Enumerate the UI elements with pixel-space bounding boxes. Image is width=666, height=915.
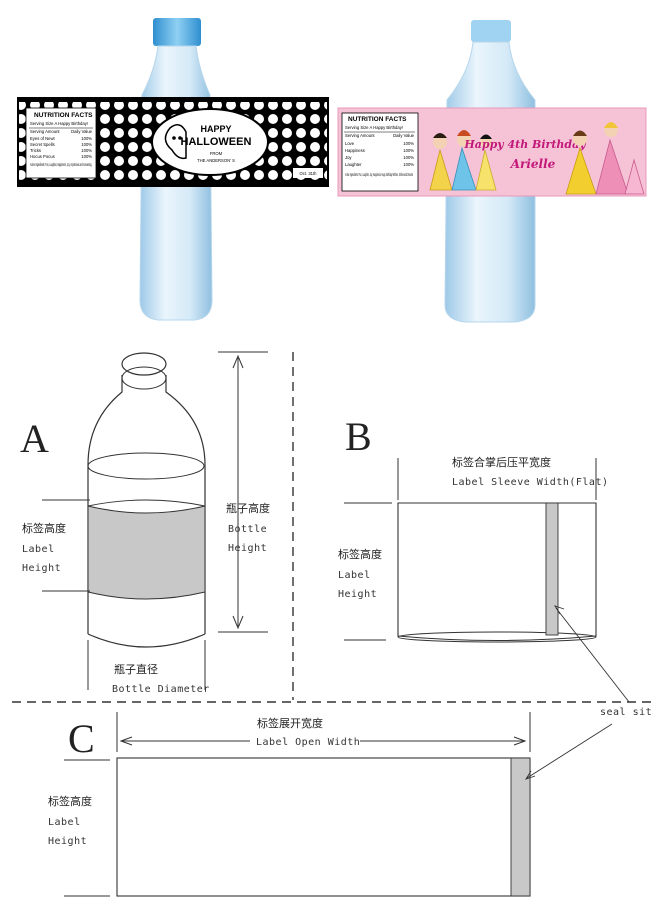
bd-nf-row-name: Love xyxy=(345,141,355,146)
c-label-height-en-1: Label xyxy=(48,817,81,828)
halloween-nutrition-panel: NUTRITION FACTS Serving Size A Happy Bir… xyxy=(25,107,97,179)
schematic-label-band xyxy=(87,505,206,600)
hw-nf-row-name: Hocus Pocus xyxy=(30,154,55,159)
birthday-name: Arielle xyxy=(510,157,556,171)
a-bottle-height-cn: 瓶子高度 xyxy=(226,501,270,515)
hw-nf-ingredients: Active Ingredients: Fun, Laughter, Happi… xyxy=(30,162,92,167)
halloween-headline-1: HAPPY xyxy=(200,124,231,134)
bd-nf-title: NUTRITION FACTS xyxy=(348,116,407,123)
bd-nf-row-value: 100% xyxy=(403,162,414,167)
halloween-from: FROM xyxy=(210,151,223,156)
hw-nf-title: NUTRITION FACTS xyxy=(34,112,93,119)
c-label-height-en-2: Height xyxy=(48,836,87,847)
b-label-height-en-2: Height xyxy=(338,589,377,600)
diagram-c: C 标签展开宽度 Label Open Width 标签高度 Label Hei… xyxy=(48,712,613,897)
b-label-height-en-1: Label xyxy=(338,570,371,581)
hw-nf-row-value: 100% xyxy=(81,154,92,159)
ghost-icon xyxy=(164,124,187,160)
halloween-headline-2: HALLOWEEN xyxy=(181,136,252,148)
open-label-rect xyxy=(116,757,531,897)
hw-nf-row-value: 100% xyxy=(81,142,92,147)
a-bottle-height-en-1: Bottle xyxy=(228,524,267,535)
bd-nf-ingredients: Active Ingredients: Fun, Laughter, Joy, … xyxy=(345,172,413,177)
c-width-en: Label Open Width xyxy=(256,737,360,748)
a-label-height-en-2: Height xyxy=(22,563,61,574)
schematic-bottle-outline xyxy=(87,375,123,634)
hw-nf-header-right: Daily Value xyxy=(71,129,93,134)
open-label-seal-strip xyxy=(510,757,531,897)
princess-figures-right xyxy=(565,122,645,195)
c-label-height-cn: 标签高度 xyxy=(48,794,92,808)
bd-nf-row-name: Laughter xyxy=(345,162,362,167)
a-diameter-cn: 瓶子直径 xyxy=(114,662,158,676)
seal-pointer-c xyxy=(526,723,613,779)
seal-pointer-b xyxy=(555,607,630,703)
hw-nf-row-name: Secret Spells xyxy=(30,142,55,147)
c-width-cn: 标签展开宽度 xyxy=(257,716,323,730)
diagram-c-letter: C xyxy=(68,716,95,761)
hw-nf-row-name: Eyes of Newt xyxy=(30,136,56,141)
bd-nf-row-value: 100% xyxy=(403,148,414,153)
hw-nf-row-value: 100% xyxy=(81,136,92,141)
seal-site-label: seal sit xyxy=(600,707,652,718)
hw-nf-header-left: Serving Amount xyxy=(30,129,60,134)
bd-nf-row-name: Joy xyxy=(345,155,352,160)
sleeve-seal-strip xyxy=(545,502,559,636)
princess-figures-left xyxy=(429,130,497,191)
left-bottle-cap xyxy=(153,18,201,46)
bd-nf-header-right: Daily Value xyxy=(393,133,415,138)
bd-nf-row-value: 100% xyxy=(403,155,414,160)
birthday-nutrition-panel: NUTRITION FACTS Serving Size A Happy Bir… xyxy=(341,112,419,192)
bd-nf-row-value: 100% xyxy=(403,141,414,146)
b-width-en: Label Sleeve Width(Flat) xyxy=(452,477,609,488)
b-width-cn: 标签合掌后压平宽度 xyxy=(452,455,551,469)
b-label-height-cn: 标签高度 xyxy=(338,547,382,561)
flat-sleeve-outline xyxy=(397,502,597,642)
right-bottle-cap xyxy=(471,20,511,42)
right-bottle-photo: NUTRITION FACTS Serving Size A Happy Bir… xyxy=(337,20,647,323)
a-label-height-en-1: Label xyxy=(22,544,55,555)
bd-nf-header-left: Serving Amount xyxy=(345,133,375,138)
hw-nf-row-name: Tricks xyxy=(30,148,41,153)
bd-nf-serving: Serving Size A Happy Birthday! xyxy=(345,125,403,130)
a-bottle-height-en-2: Height xyxy=(228,543,267,554)
diagram-a: A 标签高度 Label Height 瓶子高度 Bottle Height 瓶… xyxy=(20,351,270,695)
left-bottle-photo: NUTRITION FACTS Serving Size A Happy Bir… xyxy=(17,18,329,321)
a-label-height-cn: 标签高度 xyxy=(22,521,66,535)
diagram-b-letter: B xyxy=(345,414,372,459)
bd-nf-row-name: Happiness xyxy=(345,148,365,153)
a-diameter-en: Bottle Diameter xyxy=(112,684,210,695)
birthday-greeting: Happy 4th Birthday xyxy=(463,138,587,151)
halloween-family: THE ANDERSON' S xyxy=(197,158,235,163)
diagram-a-letter: A xyxy=(20,416,49,461)
hw-nf-serving: Serving Size A Happy Birthday! xyxy=(30,121,88,126)
diagram-b: B 标签合掌后压平宽度 Label Sleeve Width(Flat) 标签高… xyxy=(338,414,652,718)
halloween-cloud-badge: HAPPY HALLOWEEN FROM THE ANDERSON' S xyxy=(151,108,269,176)
halloween-tag: Oct. 31th xyxy=(300,171,318,176)
hw-nf-row-value: 100% xyxy=(81,148,92,153)
